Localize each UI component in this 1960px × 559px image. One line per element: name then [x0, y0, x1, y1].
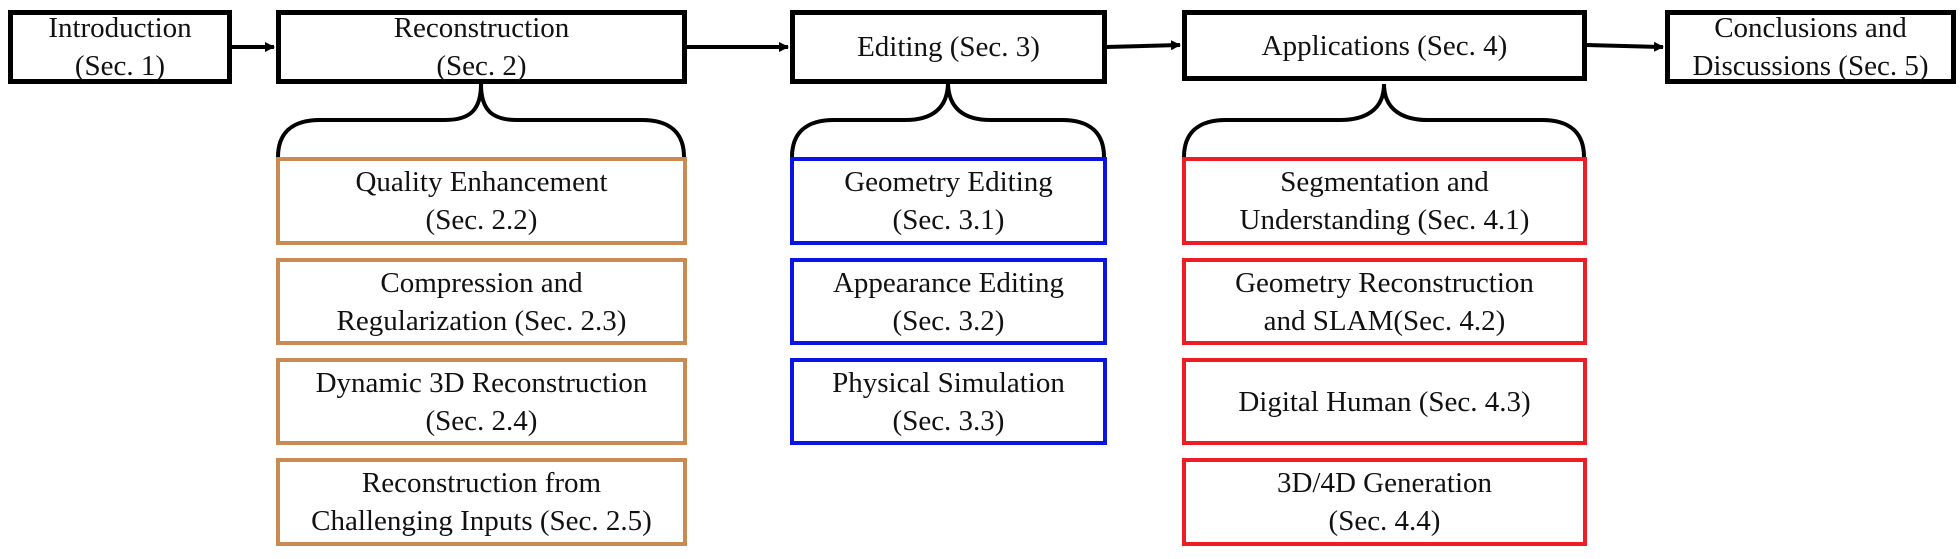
section-conclusions: Conclusions and Discussions (Sec. 5) — [1665, 10, 1956, 84]
brace-applications — [1182, 83, 1586, 158]
subsection-label: Digital Human (Sec. 4.3) — [1238, 385, 1531, 418]
arrow-editing-to-applications — [1105, 40, 1181, 51]
subsection-label: Geometry Editing (Sec. 3.1) — [844, 166, 1053, 236]
subsection-physical-simulation: Physical Simulation (Sec. 3.3) — [790, 358, 1107, 445]
arrow-applications-to-conclusions — [1585, 41, 1664, 52]
subsection-appearance-editing: Appearance Editing (Sec. 3.2) — [790, 258, 1107, 345]
brace-editing — [790, 81, 1106, 158]
subsection-dynamic-3d-reconstruction: Dynamic 3D Reconstruction (Sec. 2.4) — [276, 358, 687, 445]
subsection-label: Physical Simulation (Sec. 3.3) — [832, 366, 1065, 437]
section-editing-label: Editing (Sec. 3) — [857, 31, 1040, 63]
subsection-label: Compression and Regularization (Sec. 2.3… — [336, 266, 627, 337]
subsection-challenging-inputs: Reconstruction from Challenging Inputs (… — [276, 458, 687, 546]
subsection-3d-4d-generation: 3D/4D Generation (Sec. 4.4) — [1182, 458, 1587, 546]
section-conclusions-label: Conclusions and Discussions (Sec. 5) — [1692, 12, 1929, 82]
subsection-label: Appearance Editing (Sec. 3.2) — [832, 266, 1065, 337]
section-reconstruction-label: Reconstruction (Sec. 2) — [393, 12, 570, 82]
section-applications: Applications (Sec. 4) — [1182, 10, 1587, 81]
brace-reconstruction — [276, 83, 686, 158]
subsection-segmentation-understanding: Segmentation and Understanding (Sec. 4.1… — [1182, 157, 1587, 245]
subsection-label: Reconstruction from Challenging Inputs (… — [311, 467, 652, 537]
subsection-geometry-reconstruction-slam: Geometry Reconstruction and SLAM(Sec. 4.… — [1182, 258, 1587, 345]
subsection-geometry-editing: Geometry Editing (Sec. 3.1) — [790, 157, 1107, 245]
subsection-digital-human: Digital Human (Sec. 4.3) — [1182, 358, 1587, 445]
section-applications-label: Applications (Sec. 4) — [1261, 29, 1508, 62]
section-intro-label: Introduction (Sec. 1) — [48, 12, 192, 82]
section-intro: Introduction (Sec. 1) — [8, 10, 232, 84]
subsection-label: Segmentation and Understanding (Sec. 4.1… — [1239, 166, 1530, 236]
subsection-label: Geometry Reconstruction and SLAM(Sec. 4.… — [1235, 266, 1534, 337]
subsection-quality-enhancement: Quality Enhancement (Sec. 2.2) — [276, 157, 687, 245]
section-editing: Editing (Sec. 3) — [790, 10, 1107, 84]
subsection-label: 3D/4D Generation (Sec. 4.4) — [1276, 467, 1493, 537]
subsection-label: Dynamic 3D Reconstruction (Sec. 2.4) — [315, 366, 648, 437]
section-reconstruction: Reconstruction (Sec. 2) — [276, 10, 687, 84]
subsection-label: Quality Enhancement (Sec. 2.2) — [355, 166, 608, 236]
subsection-compression-regularization: Compression and Regularization (Sec. 2.3… — [276, 258, 687, 345]
